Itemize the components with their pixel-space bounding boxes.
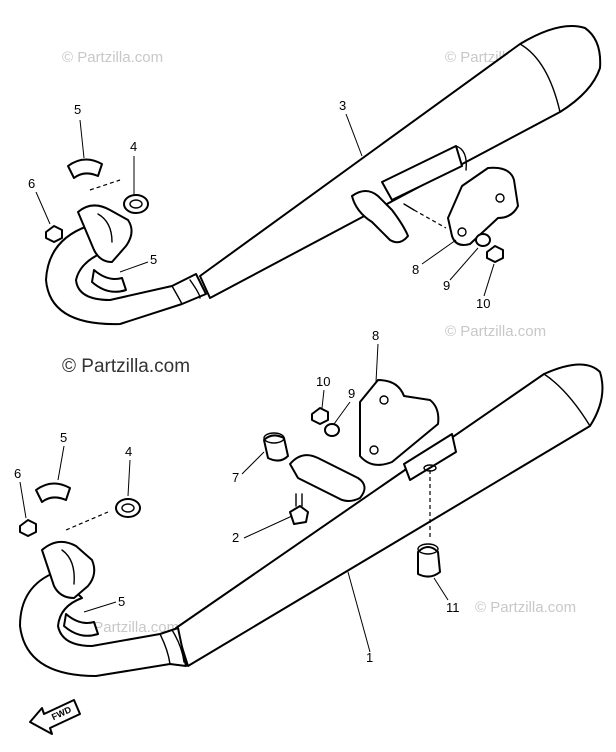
bottom-washer [324, 423, 340, 437]
bottom-stud-axis [65, 511, 109, 531]
bottom-muffler-assembly [19, 363, 604, 677]
top-balance-pipe-stub [351, 190, 409, 244]
top-stay-bracket [447, 166, 519, 246]
top-half-ring-upper [67, 158, 103, 179]
bottom-bolt-head [289, 505, 309, 525]
callout-bottom-4: 4 [125, 444, 132, 459]
callout-bottom-7: 7 [232, 470, 239, 485]
top-gasket [123, 194, 149, 214]
leader-top-8 [421, 239, 457, 265]
watermark-center-left: © Partzilla.com [62, 356, 190, 377]
callout-top-5b: 5 [150, 252, 157, 267]
leader-bottom-4 [127, 459, 131, 497]
bottom-gasket [115, 498, 141, 518]
bottom-half-ring-upper [35, 482, 71, 503]
leader-bottom-8 [375, 343, 379, 383]
top-flange-collar [97, 213, 113, 243]
bottom-half-ring-lower [63, 613, 99, 637]
top-pipe-joint-ring [171, 279, 201, 305]
top-stay-hole-lower [457, 227, 467, 237]
bottom-flange-nut [19, 519, 37, 537]
leader-bottom-7 [241, 451, 265, 475]
leader-bottom-1 [347, 571, 371, 653]
leader-bottom-9 [333, 401, 351, 425]
fwd-arrow-icon [29, 699, 81, 735]
callout-top-3: 3 [339, 98, 346, 113]
top-washer [475, 233, 491, 247]
leader-top-5b [119, 261, 149, 273]
top-callouts: 3 5 4 6 5 8 9 10 [28, 98, 490, 311]
callout-top-9: 9 [443, 278, 450, 293]
leader-top-9 [449, 247, 479, 281]
watermark-layer: © Partzilla.com © Partzilla.com © Partzi… [62, 49, 576, 636]
bottom-exhaust-flange [41, 540, 96, 599]
leader-top-10 [483, 263, 495, 297]
leader-bottom-5a [57, 445, 65, 481]
callout-top-5a: 5 [74, 102, 81, 117]
bottom-muffler-body [175, 363, 604, 667]
bottom-bolt-shank [295, 493, 303, 507]
bottom-gasket-hole [121, 503, 135, 513]
top-half-ring-lower [91, 269, 127, 293]
callout-bottom-8: 8 [372, 328, 379, 343]
watermark-mid-right: © Partzilla.com [445, 323, 546, 340]
bottom-flange-collar [61, 549, 75, 585]
leader-top-6 [35, 191, 51, 225]
watermark-top-left: © Partzilla.com [62, 49, 163, 66]
callout-bottom-1: 1 [366, 650, 373, 665]
callout-bottom-2: 2 [232, 530, 239, 545]
top-gasket-hole [129, 199, 143, 209]
callout-bottom-9: 9 [348, 386, 355, 401]
leader-bottom-11 [433, 577, 449, 601]
watermark-bottom-left: © Partzilla.com [78, 619, 179, 636]
callout-bottom-11: 11 [446, 600, 460, 615]
leader-bottom-6 [19, 481, 27, 519]
top-muffler-end-cap [519, 43, 561, 113]
top-mount-bolt [403, 203, 415, 211]
bottom-damper-top [417, 543, 439, 555]
top-muffler-mount-tab [455, 145, 467, 171]
top-flange-nut [45, 225, 63, 243]
callout-top-4: 4 [130, 139, 137, 154]
callout-bottom-5b: 5 [118, 594, 125, 609]
bottom-balance-pipe [289, 454, 366, 502]
top-leader-lines [35, 113, 495, 297]
callout-bottom-6: 6 [14, 466, 21, 481]
bottom-collar-top [263, 432, 285, 444]
watermark-bottom-right: © Partzilla.com [475, 599, 576, 616]
bottom-muffler-mount-bracket [403, 433, 457, 481]
top-muffler-assembly [45, 25, 602, 326]
bottom-stay-hole-upper [379, 395, 389, 405]
top-stud-axis [89, 179, 121, 191]
bottom-callouts: 8 10 9 7 2 5 4 6 5 1 11 [14, 328, 460, 665]
leader-top-5a [79, 119, 85, 159]
bottom-stay-hole-lower [369, 445, 379, 455]
fwd-arrow-indicator: FWD [29, 699, 81, 735]
callout-top-6: 6 [28, 176, 35, 191]
top-muffler-mount-bracket [381, 145, 463, 201]
top-exhaust-flange [77, 204, 133, 263]
callout-top-10: 10 [476, 296, 490, 311]
callout-bottom-10: 10 [316, 374, 330, 389]
leader-bottom-10 [321, 389, 325, 409]
top-nut [486, 245, 504, 263]
top-stay-hole-upper [495, 193, 505, 203]
callout-top-8: 8 [412, 262, 419, 277]
bottom-muffler-end-cap [543, 373, 591, 427]
bottom-leader-lines [19, 343, 449, 653]
top-mount-axis-line [413, 209, 447, 229]
bottom-pipe-joint-ring [159, 629, 185, 665]
bottom-damper-hole [423, 464, 437, 472]
bottom-nut [311, 407, 329, 425]
callout-bottom-5a: 5 [60, 430, 67, 445]
leader-bottom-5b [83, 601, 117, 613]
leader-bottom-2 [243, 515, 293, 539]
top-muffler-body [199, 25, 602, 299]
leader-top-3 [345, 113, 363, 157]
bottom-damper [417, 546, 441, 578]
